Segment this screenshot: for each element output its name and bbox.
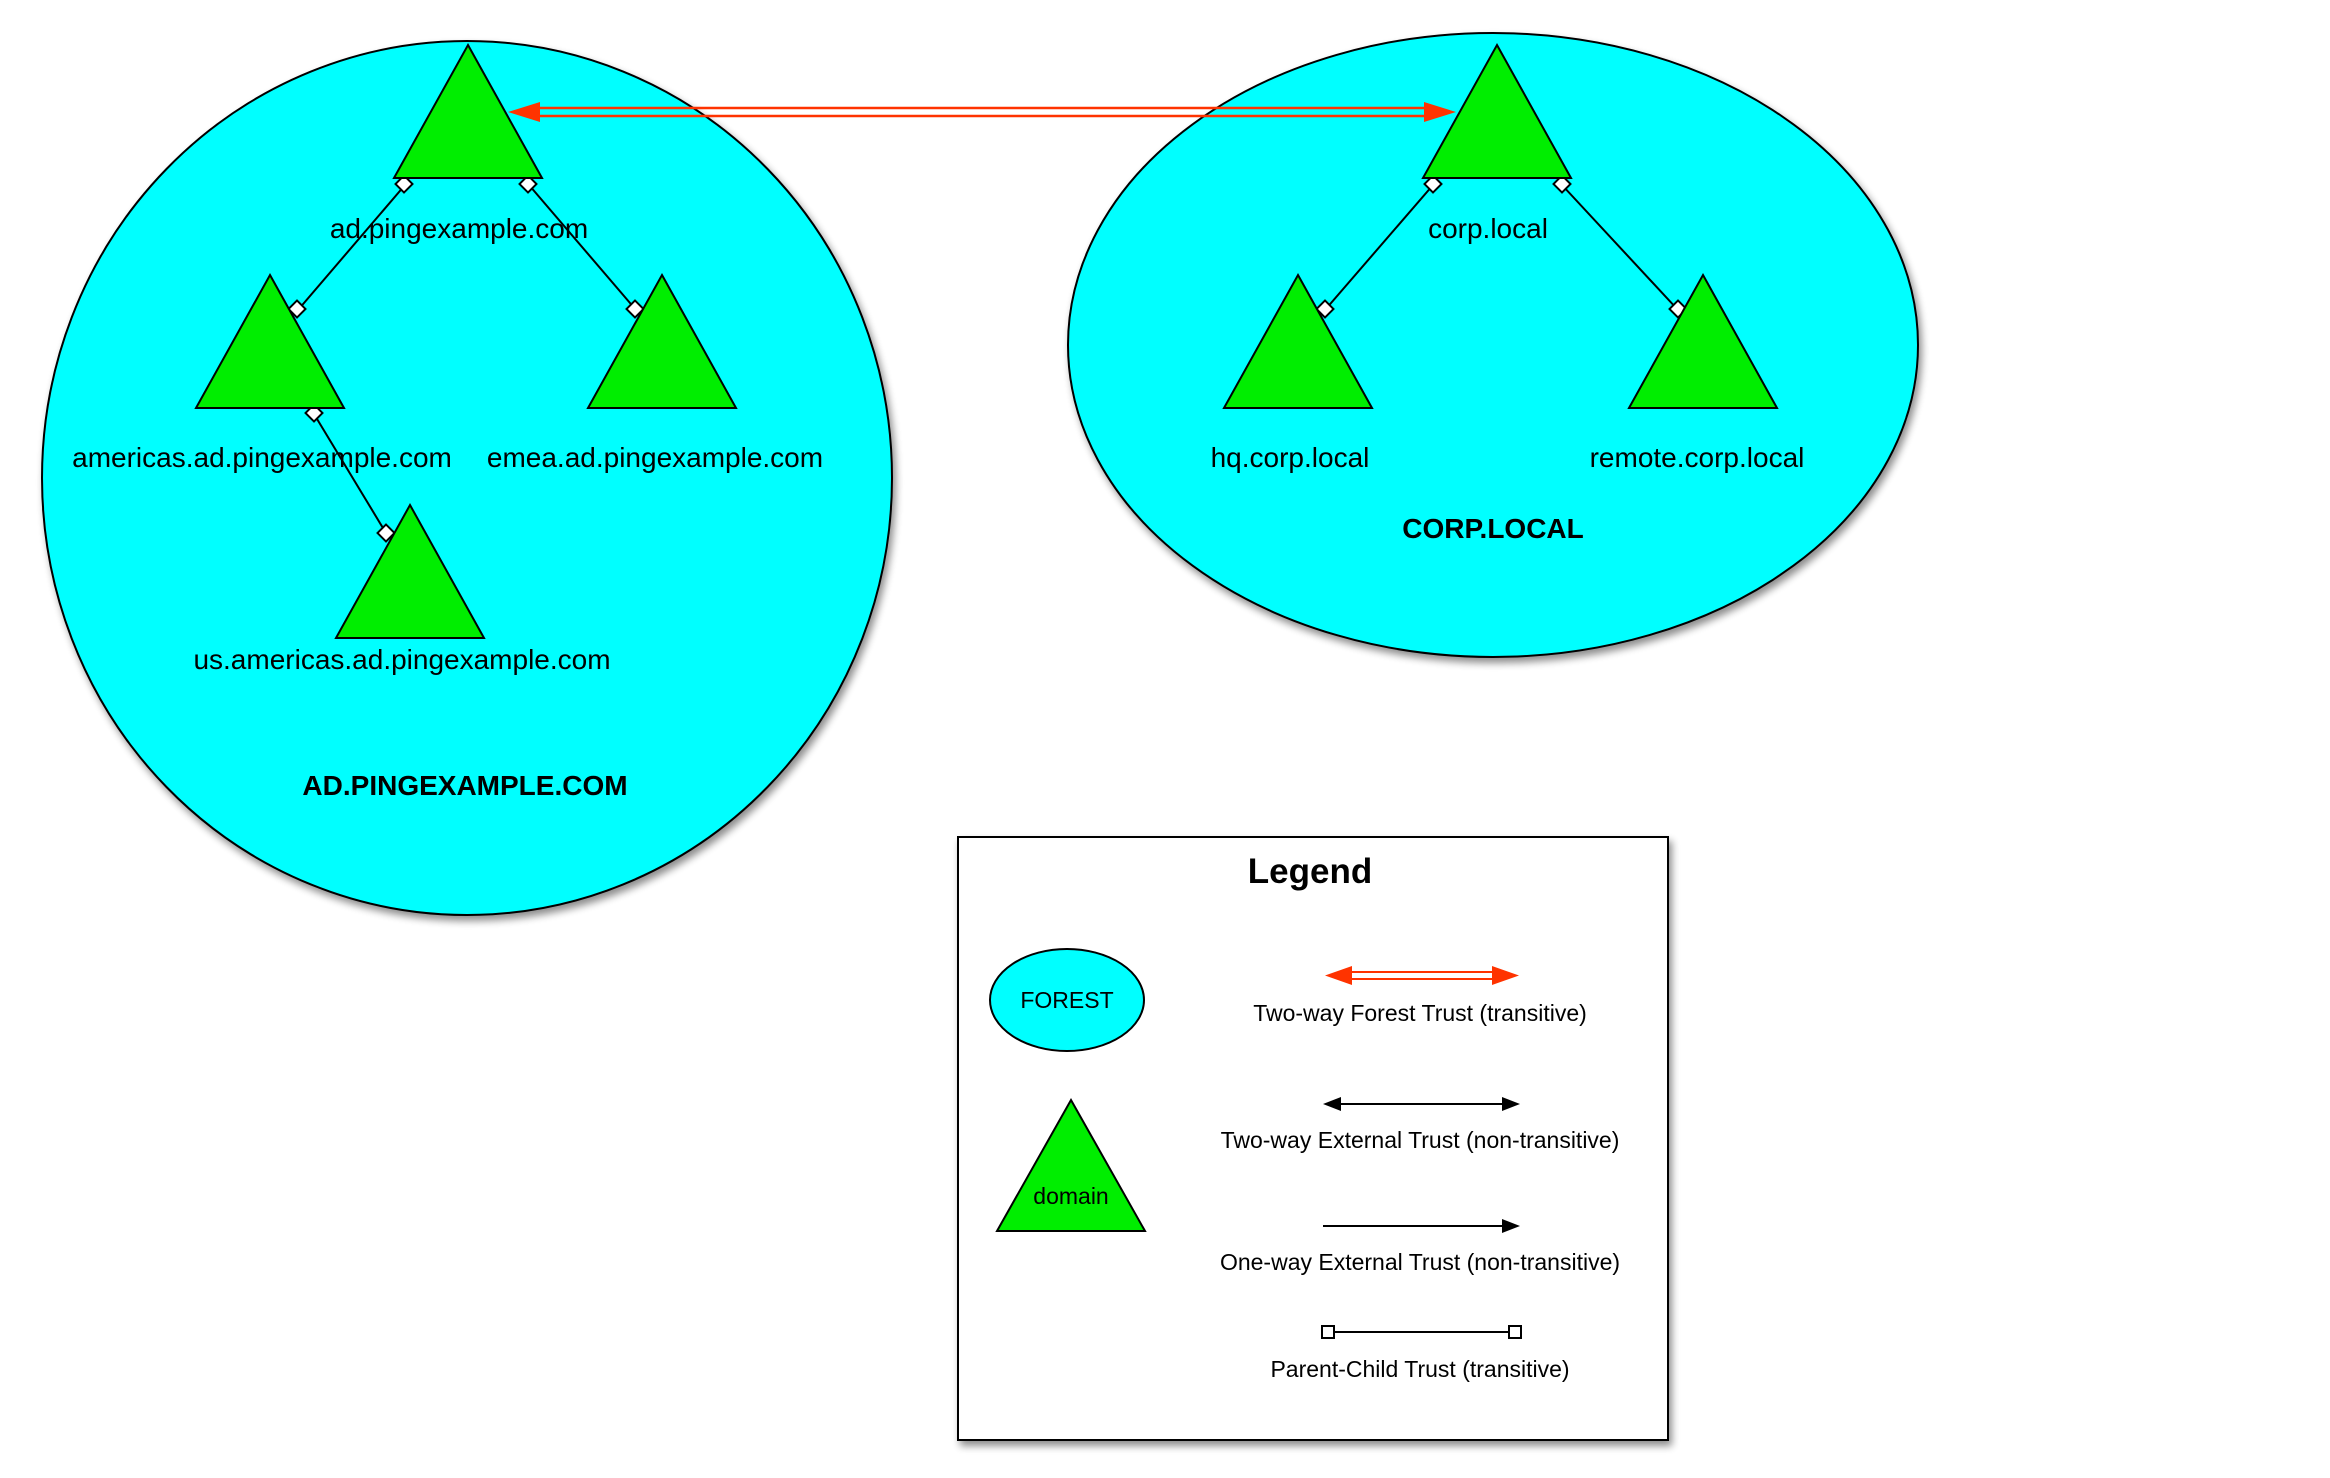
forest-ad-pingexample: ad.pingexample.com americas.ad.pingexamp…	[41, 40, 893, 916]
domain-label: remote.corp.local	[1590, 442, 1805, 473]
legend-forest-trust-arrow	[1325, 966, 1519, 985]
domain-triangle	[194, 272, 346, 409]
legend-item-label: One-way External Trust (non-transitive)	[1220, 1249, 1620, 1275]
domain-label: americas.ad.pingexample.com	[72, 442, 452, 473]
forest-ellipse	[1067, 32, 1919, 658]
domain-triangle	[586, 272, 738, 409]
legend-title: Legend	[1248, 852, 1372, 891]
legend-two-way-external-arrow	[1323, 1097, 1520, 1111]
legend-item-label: Two-way Forest Trust (transitive)	[1253, 1000, 1587, 1026]
parent-child-link	[304, 403, 396, 543]
parent-child-link	[1315, 174, 1443, 319]
domain-label: ad.pingexample.com	[330, 213, 588, 244]
parent-child-link	[287, 174, 414, 319]
parent-child-link	[518, 174, 645, 319]
domain-triangle	[1222, 272, 1374, 409]
domain-label: us.americas.ad.pingexample.com	[193, 644, 610, 675]
legend-forest-symbol	[989, 948, 1145, 1052]
forest-corp-local: corp.local hq.corp.local remote.corp.loc…	[1067, 32, 1919, 658]
legend-domain-symbol	[995, 1097, 1147, 1232]
domain-triangle	[334, 502, 486, 639]
domain-triangle	[1421, 42, 1573, 179]
legend-forest-label: FOREST	[1020, 987, 1113, 1013]
legend-parent-child-link	[1321, 1325, 1522, 1339]
domain-label: corp.local	[1428, 213, 1548, 244]
two-way-forest-trust-arrow	[508, 102, 1456, 122]
forest-label: AD.PINGEXAMPLE.COM	[302, 770, 627, 801]
domain-label: emea.ad.pingexample.com	[487, 442, 823, 473]
forest-ellipse	[41, 40, 893, 916]
legend: Legend FOREST domain Two-way Forest Trus…	[957, 836, 1669, 1441]
legend-domain-label: domain	[1033, 1183, 1108, 1209]
legend-item-label: Two-way External Trust (non-transitive)	[1221, 1127, 1620, 1153]
domain-triangle	[1627, 272, 1779, 409]
forest-label: CORP.LOCAL	[1402, 513, 1584, 544]
legend-item-label: Parent-Child Trust (transitive)	[1270, 1356, 1569, 1382]
domain-triangle	[392, 42, 544, 179]
domain-label: hq.corp.local	[1211, 442, 1370, 473]
legend-one-way-external-arrow	[1323, 1219, 1520, 1233]
